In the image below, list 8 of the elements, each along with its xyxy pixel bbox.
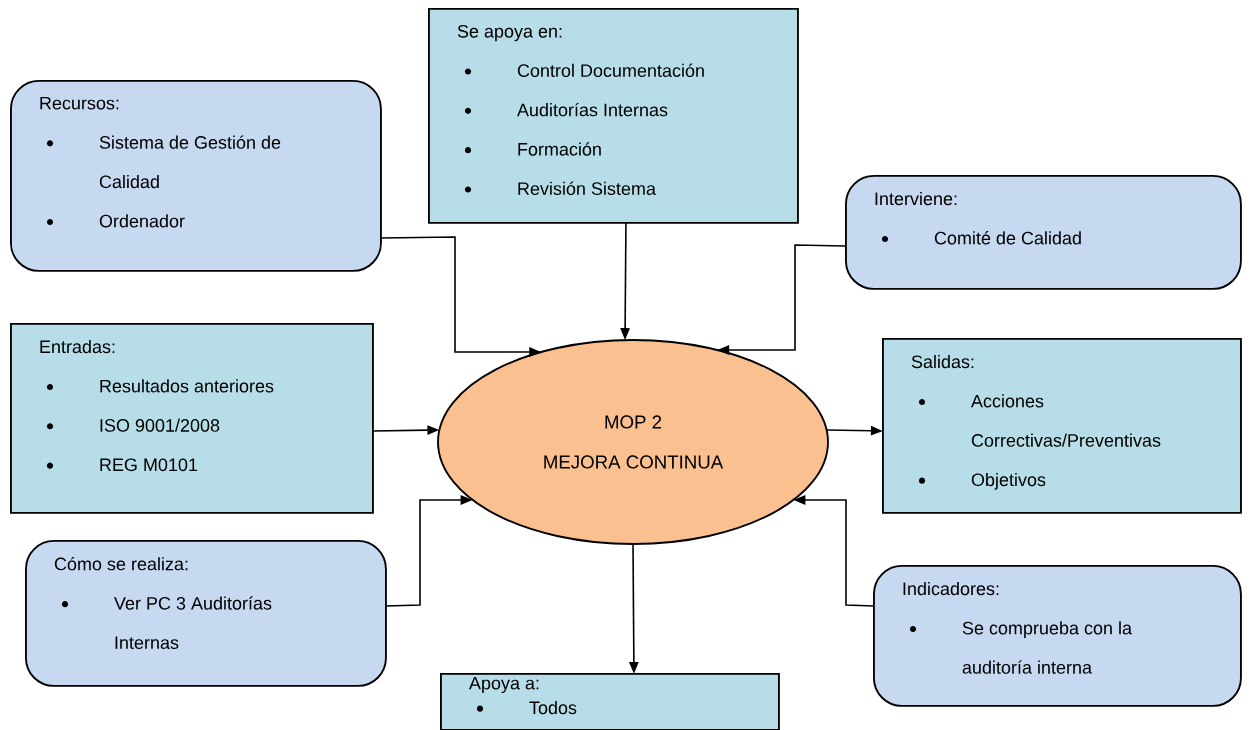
rounded-box: Interviene: Comité de Calidad (845, 175, 1242, 290)
box: Entradas: Resultados anteriores ISO 9001/2008 REG M0101 (10, 323, 374, 514)
box: Salidas: Acciones Correctivas/Preventivas Objetivos (882, 338, 1242, 514)
rounded-box: Cómo se realiza: Ver PC 3 Auditorías Internas (25, 540, 387, 687)
rounded-box: Recursos: Sistema de Gestión de Calidad Ordenador (10, 80, 382, 272)
box: Apoya a: Todos (440, 673, 780, 730)
rounded-box: Indicadores: Se comprueba con la auditoría interna (873, 565, 1242, 707)
box: Se apoya en: Control Documentación Auditorías Internas Formación Revisión Sistema (428, 8, 799, 224)
